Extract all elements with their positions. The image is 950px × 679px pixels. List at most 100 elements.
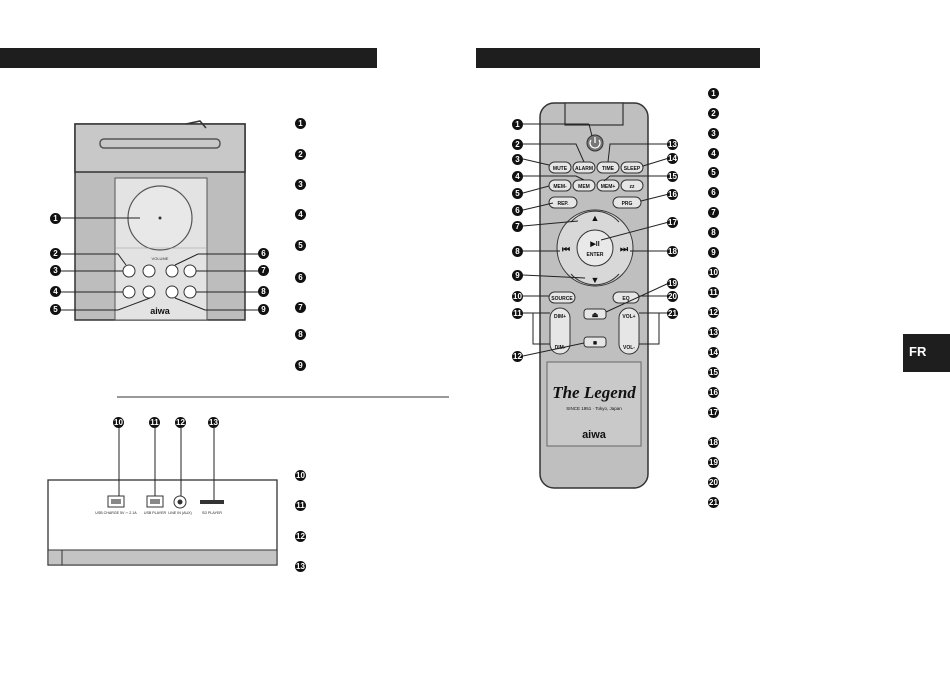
- unit-list-9: 9: [295, 360, 306, 371]
- slot-flap: [185, 120, 207, 129]
- unit-list-7: 7: [295, 302, 306, 313]
- unit-buttons-row2: [122, 285, 197, 299]
- port-label-sd: SD PLAYER: [202, 511, 222, 515]
- unit-list-5: 5: [295, 240, 306, 251]
- remote-list-9: 9: [708, 247, 719, 258]
- remote-callout-10: 10: [512, 291, 523, 302]
- remote-callout-7: 7: [512, 221, 523, 232]
- port-callout-13: 13: [208, 417, 219, 428]
- snooze-button: zz: [630, 184, 636, 190]
- remote-callout-19: 19: [667, 278, 678, 289]
- mute-button: MUTE: [553, 166, 568, 172]
- eject-button-shape: [583, 308, 607, 320]
- unit-callout-4: 4: [50, 286, 61, 297]
- logo-script: The Legend: [552, 383, 636, 402]
- remote-callout-13: 13: [667, 139, 678, 150]
- remote-list-2: 2: [708, 108, 719, 119]
- charging-slot: [99, 138, 221, 149]
- remote-list-18: 18: [708, 437, 719, 448]
- remote-list-3: 3: [708, 128, 719, 139]
- remote-list-14: 14: [708, 347, 719, 358]
- enter-label: ENTER: [587, 252, 604, 258]
- unit-callout-2: 2: [50, 248, 61, 259]
- enter-button: [576, 229, 614, 267]
- remote-list-7: 7: [708, 207, 719, 218]
- remote-top-window: [564, 102, 624, 126]
- port-callout-10: 10: [113, 417, 124, 428]
- remote-callout-11: 11: [512, 308, 523, 319]
- dim-plus-button: DIM+: [554, 314, 566, 320]
- play-pause-button: ▶II: [589, 241, 599, 248]
- remote-list-15: 15: [708, 367, 719, 378]
- remote-list-21: 21: [708, 497, 719, 508]
- unit-list-4: 4: [295, 209, 306, 220]
- eq-button: EQ: [622, 296, 629, 302]
- remote-callout-4: 4: [512, 171, 523, 182]
- remote-callout-3: 3: [512, 154, 523, 165]
- unit-list-12: 12: [295, 531, 306, 542]
- remote-brand: aiwa: [582, 429, 607, 441]
- remote-list-4: 4: [708, 148, 719, 159]
- source-button-shape: [548, 291, 576, 304]
- mem-button: MEM: [578, 184, 590, 190]
- remote-list-10: 10: [708, 267, 719, 278]
- remote-list-8: 8: [708, 227, 719, 238]
- unit-list-13: 13: [295, 561, 306, 572]
- sd-slot: [200, 500, 224, 504]
- source-button: SOURCE: [551, 296, 573, 302]
- rep-button: REP.: [557, 201, 569, 207]
- remote-callout-6: 6: [512, 205, 523, 216]
- unit-list-10: 10: [295, 470, 306, 481]
- logo-tagline: SINCE 1951 · Tokyo, Japan: [566, 406, 622, 411]
- unit-brand: aiwa: [150, 306, 171, 316]
- remote-callout-21: 21: [667, 308, 678, 319]
- remote-list-1: 1: [708, 88, 719, 99]
- prg-button: PRG: [622, 201, 633, 207]
- vol-minus-button: VOL-: [623, 345, 635, 351]
- unit-list-11: 11: [295, 500, 306, 511]
- unit-list-1: 1: [295, 118, 306, 129]
- remote-callout-9: 9: [512, 270, 523, 281]
- unit-callout-1: 1: [50, 213, 61, 224]
- alarm-button: ALARM: [575, 166, 593, 172]
- unit-callout-5: 5: [50, 304, 61, 315]
- mem-plus-button: MEM+: [601, 184, 616, 190]
- remote-callout-16: 16: [667, 189, 678, 200]
- remote-callout-8: 8: [512, 246, 523, 257]
- section-header-bar-right: [476, 48, 760, 68]
- port-label-usb-player: USB PLAYER: [144, 511, 167, 515]
- remote-list-19: 19: [708, 457, 719, 468]
- remote-list-11: 11: [708, 287, 719, 298]
- remote-list-17: 17: [708, 407, 719, 418]
- remote-list-20: 20: [708, 477, 719, 488]
- unit-list-2: 2: [295, 149, 306, 160]
- unit-callout-3: 3: [50, 265, 61, 276]
- remote-list-12: 12: [708, 307, 719, 318]
- language-tab-label: FR: [909, 344, 927, 359]
- unit-callout-8: 8: [258, 286, 269, 297]
- down-button: ▼: [591, 275, 600, 285]
- language-tab: FR: [903, 334, 950, 372]
- vol-plus-button: VOL+: [622, 314, 635, 320]
- remote-list-5: 5: [708, 167, 719, 178]
- remote-callout-17: 17: [667, 217, 678, 228]
- unit-list-8: 8: [295, 329, 306, 340]
- volume-label: VOLUME: [152, 256, 169, 261]
- port-label-line-in: LINE IN (AUX): [168, 511, 191, 515]
- stop-button-shape: [583, 336, 607, 348]
- dim-rocker: [549, 307, 571, 355]
- remote-callout-2: 2: [512, 139, 523, 150]
- unit-callout-7: 7: [258, 265, 269, 276]
- remote-callout-5: 5: [512, 188, 523, 199]
- vol-rocker: [618, 307, 640, 355]
- remote-list-13: 13: [708, 327, 719, 338]
- eject-button: ⏏: [592, 312, 599, 319]
- remote-callout-15: 15: [667, 171, 678, 182]
- remote-list-6: 6: [708, 187, 719, 198]
- stop-button: ■: [593, 340, 597, 347]
- mem-minus-button: MEM-: [553, 184, 567, 190]
- unit-callout-6: 6: [258, 248, 269, 259]
- remote-callout-14: 14: [667, 153, 678, 164]
